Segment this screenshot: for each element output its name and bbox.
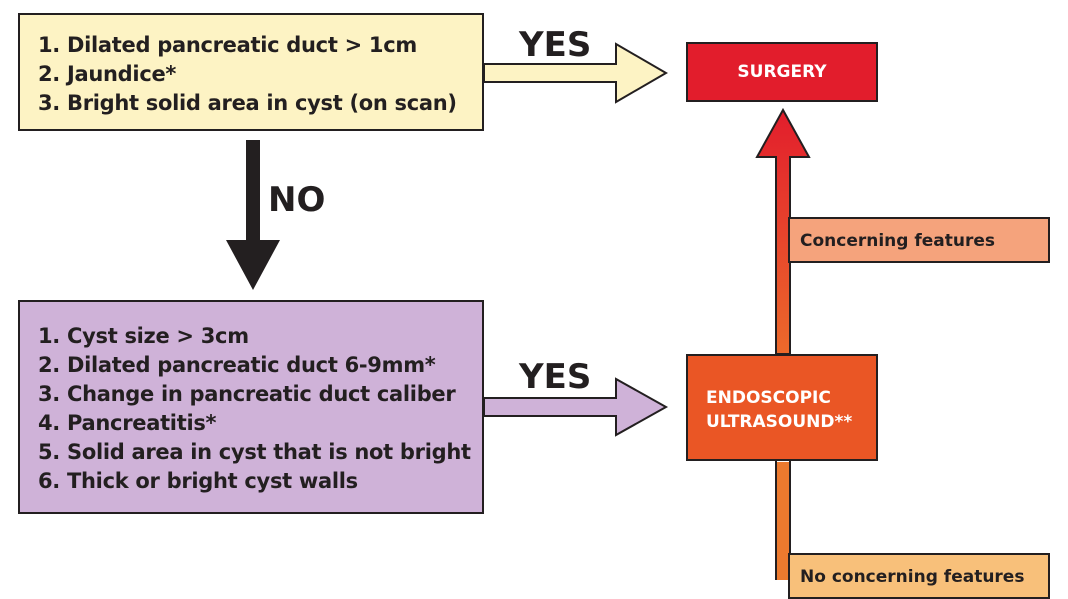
no-arrow-down (226, 140, 280, 290)
list-item: 1. Cyst size > 3cm (38, 324, 249, 348)
list-item: 3. Change in pancreatic duct caliber (38, 382, 456, 406)
no-concerning-features-box: No concerning features (788, 553, 1050, 599)
worrisome-criteria-box: 1. Cyst size > 3cm 2. Dilated pancreatic… (18, 300, 484, 514)
yes-label-bottom: YES (519, 357, 592, 397)
surgery-label: SURGERY (737, 62, 827, 82)
surgery-box: SURGERY (686, 42, 878, 102)
list-item: 6. Thick or bright cyst walls (38, 469, 358, 493)
concerning-features-label: Concerning features (800, 231, 996, 251)
shaft-below-eus-fill (777, 462, 789, 580)
list-item: 2. Dilated pancreatic duct 6-9mm* (38, 353, 436, 377)
endoscopic-ultrasound-box: ENDOSCOPIC ULTRASOUND** (686, 354, 878, 461)
list-item: 5. Solid area in cyst that is not bright (38, 440, 471, 464)
up-arrow-to-surgery (755, 107, 811, 355)
list-item: 3. Bright solid area in cyst (on scan) (38, 91, 457, 115)
yes-arrow-to-eus (483, 377, 669, 437)
list-item: 2. Jaundice* (38, 62, 177, 86)
concerning-features-box: Concerning features (788, 217, 1050, 263)
eus-label-line2: ULTRASOUND** (706, 412, 853, 432)
no-label: NO (268, 180, 326, 220)
yes-label-top: YES (519, 25, 592, 65)
yes-arrow-to-surgery (483, 42, 668, 104)
connector-arrows (226, 42, 811, 580)
list-item: 4. Pancreatitis* (38, 411, 217, 435)
eus-label-line1: ENDOSCOPIC (706, 388, 831, 408)
no-concerning-features-label: No concerning features (800, 567, 1025, 587)
list-item: 1. Dilated pancreatic duct > 1cm (38, 33, 417, 57)
high-risk-criteria-box: 1. Dilated pancreatic duct > 1cm 2. Jaun… (18, 13, 484, 131)
